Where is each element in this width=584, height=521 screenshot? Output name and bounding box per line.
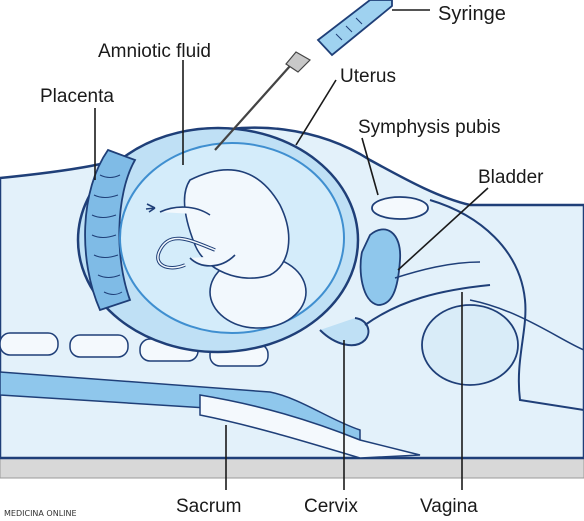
cervix-shape <box>319 317 370 347</box>
umbilical-cord-inner <box>157 237 216 269</box>
label-symphysis-pubis: Symphysis pubis <box>358 117 501 138</box>
label-amniotic-fluid: Amniotic fluid <box>98 41 211 62</box>
label-uterus: Uterus <box>340 66 396 87</box>
bladder-shape <box>359 228 401 306</box>
fetus <box>145 169 307 329</box>
sacrum-bone <box>199 394 421 459</box>
label-placenta: Placenta <box>40 86 114 107</box>
label-syringe: Syringe <box>438 3 506 25</box>
thigh-outline <box>429 199 584 411</box>
leader-uterus <box>295 79 337 146</box>
label-vagina: Vagina <box>420 496 478 517</box>
urethra <box>394 261 481 279</box>
placenta-texture <box>91 174 123 295</box>
exam-table <box>0 457 584 479</box>
leg-outline <box>469 299 584 351</box>
buttock-shape <box>421 304 519 386</box>
leader-lines <box>94 9 489 490</box>
watermark-text: MEDICINA ONLINE <box>4 509 77 518</box>
placenta <box>84 148 137 312</box>
vaginal-canal <box>364 284 491 326</box>
label-bladder: Bladder <box>478 167 544 188</box>
leader-symphysis-pubis <box>361 137 379 196</box>
syringe-barrel <box>316 0 393 57</box>
syringe-hub <box>285 51 311 73</box>
leader-bladder <box>397 187 489 271</box>
symphysis-pubis-bone <box>371 196 429 220</box>
syringe <box>214 0 393 151</box>
label-sacrum: Sacrum <box>176 496 241 517</box>
label-cervix: Cervix <box>304 496 358 517</box>
syringe-needle <box>214 65 291 151</box>
